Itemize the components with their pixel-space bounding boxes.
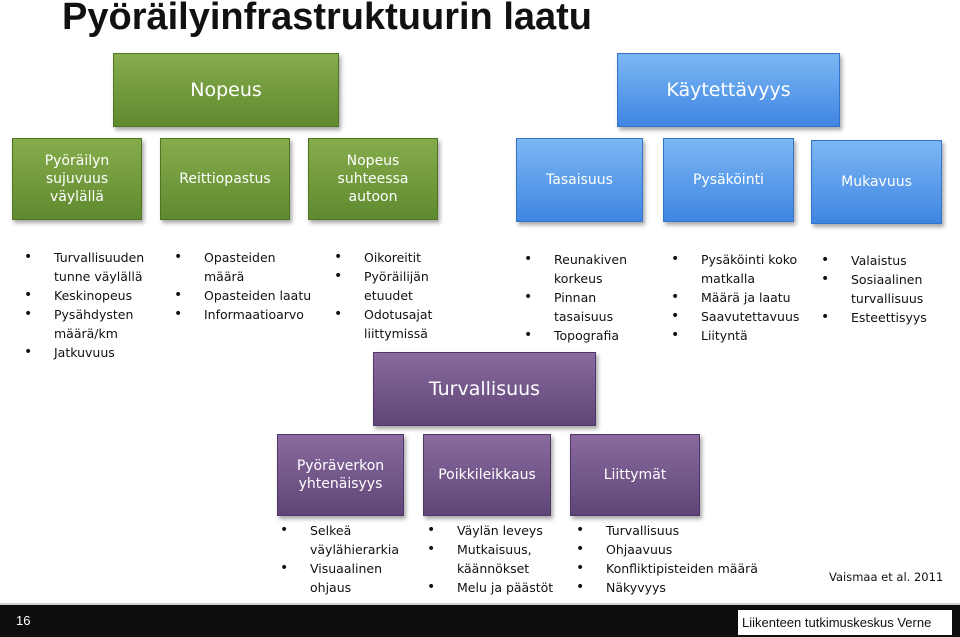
list-reittiopastus: Opasteiden määrä Opasteiden laatu Inform…	[174, 248, 324, 324]
factor-nopeus-suhteessa-autoon: Nopeus suhteessa autoon	[308, 138, 438, 220]
category-turvallisuus: Turvallisuus	[373, 352, 596, 426]
list-tasaisuus: Reunakiven korkeus Pinnan tasaisuus Topo…	[524, 250, 664, 345]
factor-tasaisuus: Tasaisuus	[516, 138, 643, 222]
category-nopeus: Nopeus	[113, 53, 339, 127]
list-mukavuus: Valaistus Sosiaalinen turvallisuus Estee…	[821, 251, 951, 327]
list-item: Melu ja päästöt	[427, 578, 572, 597]
list-pyorailyn-sujuvuus: Turvallisuuden tunne väylällä Keskinopeu…	[24, 248, 164, 362]
factor-pysakointi: Pysäköinti	[663, 138, 794, 222]
list-item: Pinnan tasaisuus	[524, 288, 664, 326]
list-item: Reunakiven korkeus	[524, 250, 664, 288]
list-item: Turvallisuus	[576, 521, 776, 540]
list-item: Oikoreitit	[334, 248, 474, 267]
list-item: Pysäköinti koko matkalla	[671, 250, 816, 288]
list-item: Keskinopeus	[24, 286, 164, 305]
category-kaytettavyys: Käytettävyys	[617, 53, 840, 127]
list-item: Saavutettavuus	[671, 307, 816, 326]
list-item: Liityntä	[671, 326, 816, 345]
factor-poikkileikkaus: Poikkileikkaus	[423, 434, 551, 516]
factor-reittiopastus: Reittiopastus	[160, 138, 290, 220]
factor-mukavuus: Mukavuus	[811, 140, 942, 224]
page-title: Pyöräilyinfrastruktuurin laatu	[62, 0, 593, 38]
list-item: Väylän leveys	[427, 521, 572, 540]
list-item: Topografia	[524, 326, 664, 345]
list-item: Sosiaalinen turvallisuus	[821, 270, 951, 308]
list-item: Selkeä väylähierarkia	[280, 521, 420, 559]
list-item: Määrä ja laatu	[671, 288, 816, 307]
factor-liittymat: Liittymät	[570, 434, 700, 516]
list-item: Jatkuvuus	[24, 343, 164, 362]
list-item: Ohjaavuus	[576, 540, 776, 559]
list-item: Konfliktipisteiden määrä	[576, 559, 776, 578]
list-nopeus-suhteessa-autoon: Oikoreitit Pyöräilijän etuudet Odotusaja…	[334, 248, 474, 343]
list-item: Valaistus	[821, 251, 951, 270]
list-item: Opasteiden määrä	[174, 248, 324, 286]
list-item: Näkyvyys	[576, 578, 776, 597]
list-item: Esteettisyys	[821, 308, 951, 327]
list-pysakointi: Pysäköinti koko matkalla Määrä ja laatu …	[671, 250, 816, 345]
list-pyoraverkon-yhtenaisyys: Selkeä väylähierarkia Visuaalinen ohjaus	[280, 521, 420, 597]
factor-pyoraverkon-yhtenaisyys: Pyöräverkon yhtenäisyys	[277, 434, 404, 516]
list-item: Mutkaisuus, käännökset	[427, 540, 572, 578]
list-item: Informaatioarvo	[174, 305, 324, 324]
citation: Vaismaa et al. 2011	[829, 570, 944, 584]
list-liittymat: Turvallisuus Ohjaavuus Konfliktipisteide…	[576, 521, 776, 597]
list-item: Turvallisuuden tunne väylällä	[24, 248, 164, 286]
page-number: 16	[16, 613, 31, 628]
list-item: Pyöräilijän etuudet	[334, 267, 474, 305]
list-item: Opasteiden laatu	[174, 286, 324, 305]
list-poikkileikkaus: Väylän leveys Mutkaisuus, käännökset Mel…	[427, 521, 572, 597]
factor-pyorailyn-sujuvuus: Pyöräilyn sujuvuus väylällä	[12, 138, 142, 220]
list-item: Visuaalinen ohjaus	[280, 559, 420, 597]
list-item: Odotusajat liittymissä	[334, 305, 474, 343]
organization-name: Liikenteen tutkimuskeskus Verne	[738, 610, 952, 635]
list-item: Pysähdysten määrä/km	[24, 305, 164, 343]
